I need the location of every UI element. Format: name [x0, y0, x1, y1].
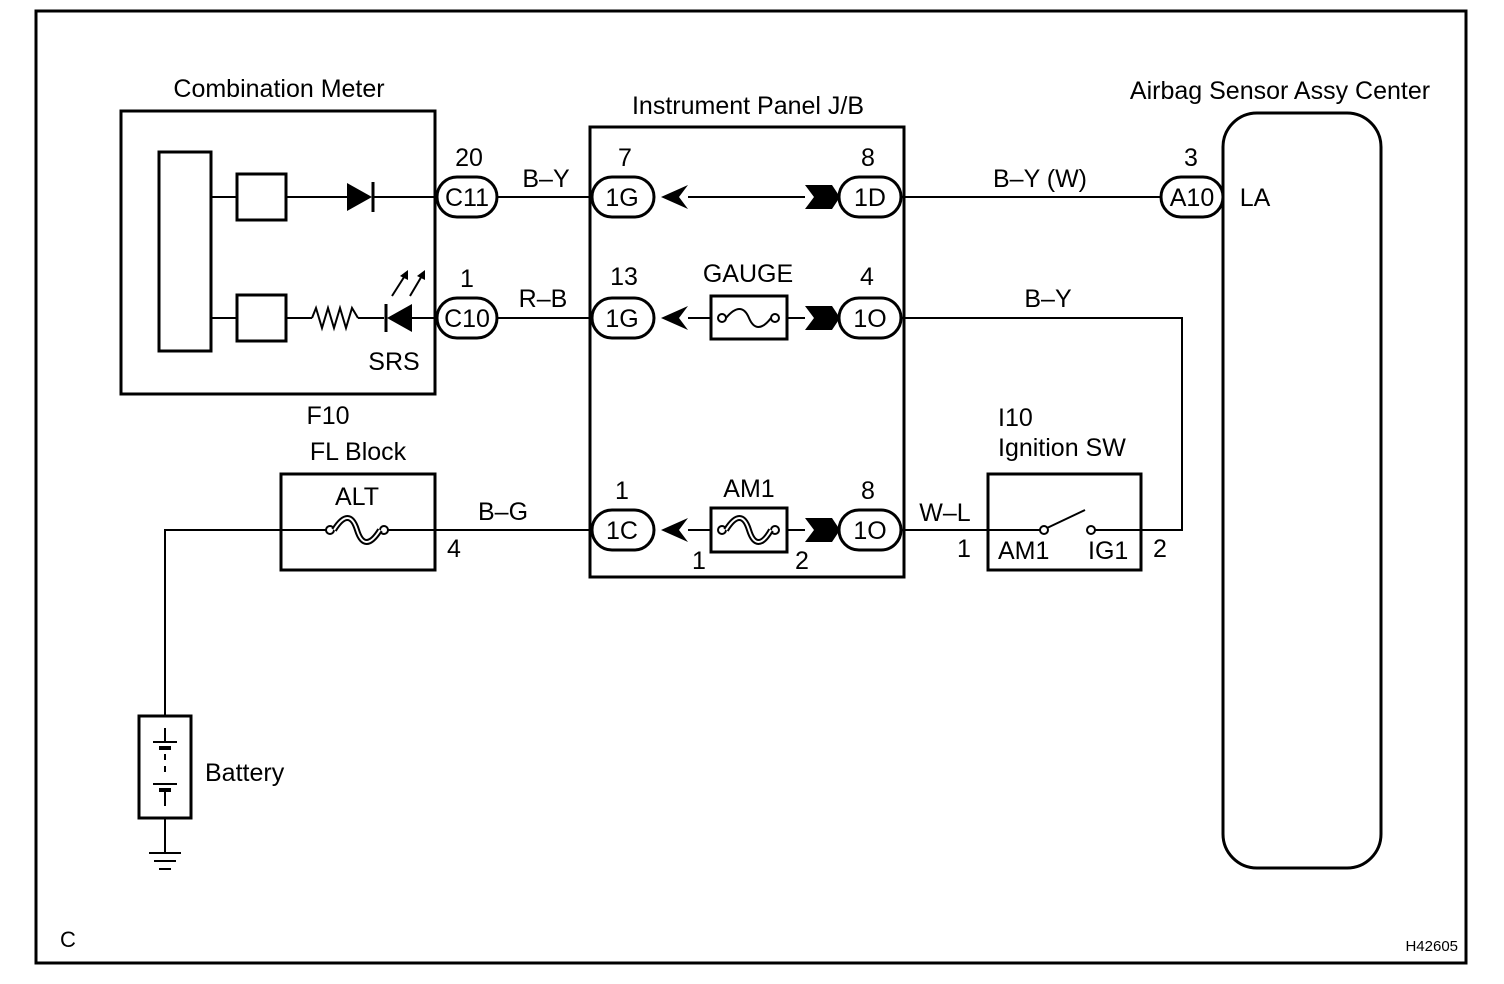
- connector-1d-pin: 8: [861, 144, 875, 172]
- diagram-frame: [34, 9, 1468, 965]
- wire-1o-ig1: [901, 317, 1183, 531]
- ignition-switch-box: [986, 472, 1143, 572]
- connector-1c-label: 1C: [606, 517, 638, 545]
- combination-meter-title: Combination Meter: [173, 75, 384, 103]
- am1-fusible-link-icon: [709, 506, 789, 554]
- connector-1d-label: 1D: [854, 184, 886, 212]
- connector-1g-top-pin: 7: [618, 144, 632, 172]
- srs-label: SRS: [368, 348, 419, 376]
- wire-alt-1c-color: B–G: [478, 498, 528, 526]
- wire-1o-ig1-color: B–Y: [1024, 285, 1072, 313]
- airbag-sensor-assy-center: Airbag Sensor Assy Center LA: [1130, 77, 1430, 870]
- connector-1g-mid-pin: 13: [610, 263, 638, 291]
- connector-c11-label: C11: [445, 184, 489, 212]
- am1-fuse-label: AM1: [723, 475, 774, 503]
- terminal-arrow-icon: [805, 185, 840, 209]
- diode-icon: [347, 182, 375, 212]
- terminal-arrow-icon: [661, 518, 688, 542]
- wire-1d-a10-color: B–Y (W): [993, 165, 1087, 193]
- connector-a10: A10 3: [1159, 144, 1225, 219]
- connector-1o-mid-pin: 4: [860, 263, 874, 291]
- am1-fuse-pin-out: 2: [795, 547, 809, 575]
- meter-ecu-block: [157, 150, 213, 353]
- connector-1g-top: [590, 175, 656, 219]
- fl-block-title: FL Block: [310, 438, 407, 466]
- connector-c10-label: C10: [444, 305, 490, 333]
- resistor-icon: [311, 304, 359, 332]
- corner-letter: C: [60, 927, 76, 952]
- terminal-arrow-icon: [805, 518, 840, 542]
- gauge-fuse-label: GAUGE: [703, 260, 793, 288]
- fl-block: F10 FL Block ALT 4: [279, 402, 461, 572]
- wire-c11-1g-color: B–Y: [522, 165, 570, 193]
- fl-block-code: F10: [306, 402, 349, 430]
- meter-circuit-box-lower: [235, 293, 288, 343]
- ignition-switch-title: Ignition SW: [998, 434, 1126, 462]
- terminal-arrow-icon: [805, 306, 840, 330]
- terminal-arrow-icon: [661, 306, 688, 330]
- connector-1c-pin: 1: [615, 477, 629, 505]
- connector-1g-mid-label: 1G: [605, 305, 638, 333]
- connector-1o-bot-pin: 8: [861, 477, 875, 505]
- alt-fusible-link-icon: [325, 515, 389, 545]
- battery-label: Battery: [205, 759, 285, 787]
- connector-1o-mid-label: 1O: [853, 305, 886, 333]
- am1-fuse-pin-in: 1: [692, 547, 706, 575]
- ignition-pin-out: 2: [1153, 535, 1167, 563]
- airbag-sensor-title: Airbag Sensor Assy Center: [1130, 77, 1430, 105]
- instrument-panel-jb: Instrument Panel J/B 1G 7 1D 8 1G 13 GAU…: [588, 92, 906, 579]
- alt-output-pin: 4: [447, 535, 461, 563]
- connector-1g-top-label: 1G: [605, 184, 638, 212]
- airbag-sensor-box: [1221, 111, 1383, 870]
- terminal-arrow-icon: [661, 185, 688, 209]
- airbag-terminal-la: LA: [1240, 184, 1271, 212]
- ignition-terminal-ig1: IG1: [1088, 537, 1128, 565]
- connector-c10-pin: 1: [460, 265, 474, 293]
- wire-c10-1g-color: R–B: [519, 285, 568, 313]
- connector-1g-mid: [590, 296, 656, 340]
- combination-meter: Combination Meter SRS: [119, 75, 437, 396]
- switch-contact-icon: [1046, 509, 1086, 529]
- connector-c11: C11 20: [435, 144, 499, 219]
- connector-c10: C10 1: [435, 265, 499, 340]
- connector-a10-label: A10: [1170, 184, 1214, 212]
- battery: Battery: [137, 714, 285, 870]
- ignition-pin-in: 1: [957, 535, 971, 563]
- combination-meter-box: [119, 109, 437, 396]
- figure-code: H42605: [1405, 938, 1458, 955]
- gauge-fuse-icon: [709, 294, 789, 341]
- fl-block-box: [279, 472, 437, 572]
- srs-warning-led-icon: [384, 270, 425, 332]
- wire-battery-alt: [164, 529, 326, 716]
- connector-1o-bot-label: 1O: [853, 517, 886, 545]
- ignition-terminal-am1: AM1: [998, 537, 1049, 565]
- wire-1o-am1-color: W–L: [919, 499, 971, 527]
- ignition-switch-code: I10: [998, 404, 1033, 432]
- meter-circuit-box-upper: [235, 172, 288, 222]
- alt-fusible-link-label: ALT: [335, 483, 379, 511]
- instrument-panel-jb-box: [588, 125, 906, 579]
- battery-icon: [153, 728, 177, 806]
- instrument-panel-jb-title: Instrument Panel J/B: [632, 92, 864, 120]
- ground-icon: [149, 852, 181, 870]
- connector-c11-pin: 20: [455, 144, 483, 172]
- ignition-switch: I10 Ignition SW AM1 IG1 1 2: [957, 404, 1167, 572]
- connector-a10-pin: 3: [1184, 144, 1198, 172]
